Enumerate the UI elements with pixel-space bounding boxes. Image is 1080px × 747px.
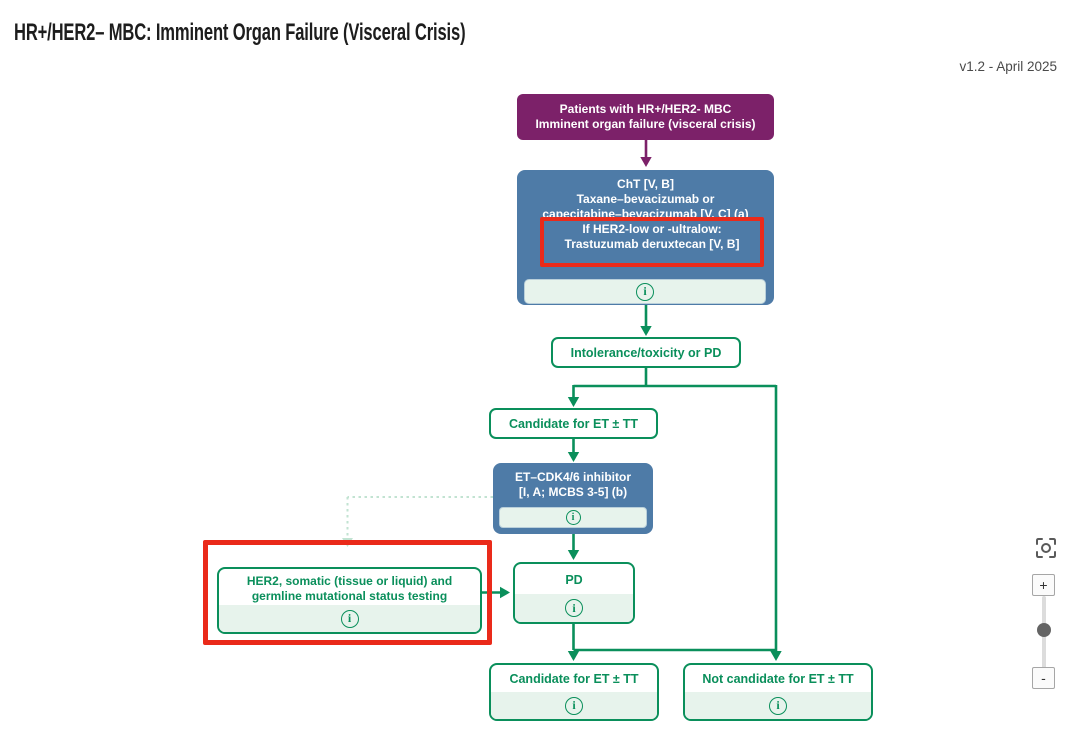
patients-box: Patients with HR+/HER2- MBC Imminent org… xyxy=(517,94,774,140)
info-icon[interactable]: i xyxy=(636,282,654,301)
not-candidate-info-strip: i xyxy=(685,692,871,719)
cht-box: ChT [V, B] Taxane–bevacizumab or capecit… xyxy=(517,170,774,305)
arrow-patients-to-cht xyxy=(640,140,652,167)
et-cdk46-info-bar: i xyxy=(499,507,647,528)
intolerance-label: Intolerance/toxicity or PD xyxy=(570,345,722,360)
her2-testing-info-strip: i xyxy=(219,605,480,632)
intolerance-box: Intolerance/toxicity or PD xyxy=(551,337,741,368)
version-label: v1.2 - April 2025 xyxy=(959,59,1057,74)
patients-box-line1: Patients with HR+/HER2- MBC xyxy=(559,102,732,116)
candidate-final-info-strip: i xyxy=(491,692,657,719)
her2-testing-line1: HER2, somatic (tissue or liquid) and xyxy=(246,574,453,588)
pd-info-strip: i xyxy=(515,594,633,622)
pd-label: PD xyxy=(565,572,583,587)
candidate-et-tt-final-box: Candidate for ET ± TT i xyxy=(489,663,659,721)
candidate-et-tt-label: Candidate for ET ± TT xyxy=(508,416,639,431)
candidate-et-tt-final-label: Candidate for ET ± TT xyxy=(509,672,639,686)
zoom-slider-handle[interactable] xyxy=(1037,623,1051,637)
connector-etcdk-to-her2-dotted xyxy=(342,496,493,547)
patients-box-line2: Imminent organ failure (visceral crisis) xyxy=(535,117,756,131)
cht-line1: ChT [V, B] xyxy=(617,177,674,191)
info-icon[interactable]: i xyxy=(565,599,583,617)
info-icon[interactable]: i xyxy=(565,510,581,525)
her2-testing-box: HER2, somatic (tissue or liquid) and ger… xyxy=(217,567,482,634)
not-candidate-et-tt-label: Not candidate for ET ± TT xyxy=(702,672,854,686)
cht-highlight-line1: If HER2-low or -ultralow: xyxy=(582,222,722,236)
et-cdk46-line2: [I, A; MCBS 3-5] (b) xyxy=(518,485,628,499)
zoom-out-label: - xyxy=(1041,670,1046,686)
arrow-her2-to-pd xyxy=(482,586,510,599)
not-candidate-et-tt-box: Not candidate for ET ± TT i xyxy=(683,663,873,721)
pd-box: PD i xyxy=(513,562,635,624)
arrow-cht-to-intolerance xyxy=(640,305,652,336)
arrow-candidate-to-etcdk xyxy=(567,439,580,462)
info-icon[interactable]: i xyxy=(565,696,583,715)
page-title: HR+/HER2– MBC: Imminent Organ Failure (V… xyxy=(14,18,466,46)
info-icon[interactable]: i xyxy=(340,609,359,628)
her2-low-highlight-text: If HER2-low or -ultralow: Trastuzumab de… xyxy=(544,222,760,252)
cht-info-bar: i xyxy=(524,279,766,304)
info-icon[interactable]: i xyxy=(769,696,787,715)
zoom-in-label: + xyxy=(1039,577,1048,593)
fit-view-icon[interactable] xyxy=(1034,536,1058,560)
cht-line3: capecitabine–bevacizumab [V, C] (a) xyxy=(542,207,749,221)
cht-line2: Taxane–bevacizumab or xyxy=(576,192,715,206)
cht-highlight-line2: Trastuzumab deruxtecan [V, B] xyxy=(564,237,740,251)
arrow-etcdk-to-pd xyxy=(567,534,580,560)
connector-intolerance-split xyxy=(567,368,778,651)
zoom-out-button[interactable]: - xyxy=(1032,667,1055,689)
her2-testing-line2: germline mutational status testing xyxy=(251,589,448,603)
candidate-et-tt-box: Candidate for ET ± TT xyxy=(489,408,658,439)
zoom-in-button[interactable]: + xyxy=(1032,574,1055,596)
connector-pd-split xyxy=(567,624,782,661)
et-cdk46-line1: ET–CDK4/6 inhibitor xyxy=(514,470,631,484)
et-cdk46-box: ET–CDK4/6 inhibitor [I, A; MCBS 3-5] (b)… xyxy=(493,463,653,534)
